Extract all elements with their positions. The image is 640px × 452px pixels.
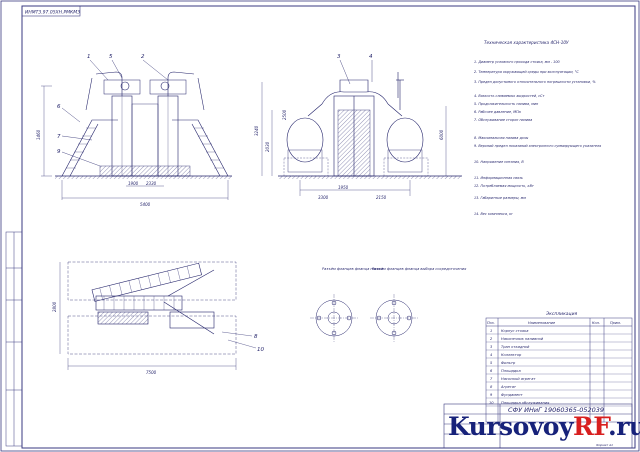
bom-title: Экспликация: [545, 311, 578, 317]
dim-3240: 3240: [254, 125, 259, 136]
callout-4: 4: [369, 54, 373, 60]
bom-header-note: Прим.: [610, 321, 621, 325]
dim-2330: 2330: [146, 181, 157, 186]
bom-row-name: Фундамент: [501, 393, 524, 397]
bom-row-pos: 1: [490, 329, 492, 333]
callout-10: 10: [257, 347, 264, 353]
dim-5400: 5400: [140, 202, 151, 207]
bom-row-name: Агрегат: [500, 385, 517, 389]
bom-row-pos: 2: [490, 337, 493, 341]
watermark-part-3: .ru: [608, 412, 640, 441]
bom-row-pos: 10: [489, 401, 494, 405]
bom-row-pos: 3: [490, 345, 493, 349]
bom-header-qty: Кол.: [592, 321, 600, 325]
front-elevation-view: [278, 72, 462, 179]
bom-row-pos: 6: [490, 369, 493, 373]
dim-1900: 1900: [128, 181, 139, 186]
dim-1460: 1460: [36, 129, 41, 140]
spec-line: 5. Продолжительность налива, мин: [474, 102, 539, 106]
title-block: [443, 403, 633, 449]
spec-line: 3. Предел допустимого относительного пог…: [474, 80, 596, 84]
spec-line: 1. Диаметр условного прохода стояка, мм …: [474, 60, 560, 64]
stamp-footer: Формат А1: [596, 443, 613, 447]
callout-8: 8: [254, 334, 258, 340]
spec-line: 2. Температура окружающей среды при эксп…: [474, 70, 579, 74]
spec-line: 9. Верхний предел показаний электронного…: [474, 144, 602, 148]
spec-line: 4. Вязкость сливаемых жидкостей, сСт: [474, 94, 545, 98]
bom-row-name: Трап откидной: [501, 345, 530, 349]
callout-9: 9: [57, 149, 61, 155]
watermark-part-1: Kursovoy: [448, 412, 574, 441]
front-view-dimensions: [261, 82, 447, 196]
flange-left-label: Разъём фланцев фланца насоса: [322, 267, 383, 271]
dim-2030: 2030: [265, 141, 270, 152]
bom-table: [485, 317, 633, 423]
bom-header-pos: Поз.: [487, 321, 495, 325]
callout-1: 1: [87, 54, 91, 60]
front-view-callouts: [339, 59, 373, 85]
callout-3: 3: [337, 54, 341, 60]
spec-line: 8. Максимальная налива дозы: [474, 136, 529, 140]
side-view-dimensions: [41, 85, 229, 200]
spec-line: 6. Рабочее давление, МПа: [474, 110, 521, 114]
dim-3300: 3300: [318, 195, 329, 200]
dim-1950: 1950: [338, 185, 349, 190]
bom-row-pos: 5: [490, 361, 493, 365]
spec-line: 14. Вес комплекса, кг: [474, 212, 513, 216]
kursovoyrf-watermark[interactable]: KursovoyRF.ru: [448, 412, 640, 452]
bom-row-pos: 8: [490, 385, 493, 389]
bom-row-pos: 9: [490, 393, 493, 397]
flange-right-label: Разъём фланцев фланца выбора сосредоточе…: [372, 267, 467, 271]
spec-line: 12. Потребляемая мощность, кВт: [474, 184, 534, 188]
flange-left: [310, 294, 358, 342]
dim-2150: 2150: [376, 195, 387, 200]
side-elevation-view: [55, 71, 232, 179]
drawing-frame: [21, 5, 636, 449]
bom-row-name: Коллектор: [501, 353, 522, 357]
callout-6: 6: [57, 104, 61, 110]
bom-row-name: Наконечник наливной: [501, 337, 544, 341]
spec-line: 10. Напряжение питания, В: [474, 160, 524, 164]
plan-view-dimensions: [59, 262, 257, 370]
dim-2500: 2500: [282, 109, 287, 120]
dim-6000: 6000: [439, 129, 444, 140]
left-margin-strip: [5, 231, 23, 447]
top-tag-box: [21, 5, 81, 17]
dim-7500: 7500: [146, 370, 157, 375]
bom-row-name: Площадка: [501, 369, 521, 373]
plan-view: [67, 261, 237, 355]
callout-5: 5: [109, 54, 113, 60]
bom-header-name: Наименование: [528, 321, 555, 325]
spec-title: Техническая характеристика 4СН-10У: [484, 40, 569, 45]
side-view-callouts: [61, 59, 169, 167]
stamp-code: СФУ ИНиГ 19060365-052039: [508, 406, 604, 414]
callout-2: 2: [141, 54, 145, 60]
bom-rows: 1 Корпус стояка 2 Наконечник наливной 3 …: [489, 329, 550, 405]
dim-2800: 2800: [52, 301, 57, 312]
flange-right: [370, 294, 418, 342]
top-tag-text: ИНМТ3.97.05ХН.РМКМЗ: [25, 10, 80, 16]
bom-row-name: Корпус стояка: [501, 329, 528, 333]
callout-7: 7: [57, 134, 61, 140]
bom-row-name: Фильтр: [501, 361, 516, 365]
bom-row-name: Площадка обслуживания: [501, 401, 550, 405]
spec-line: 13. Габаритные размеры, мм: [474, 196, 526, 200]
bom-row-name: Насосный агрегат: [501, 377, 536, 381]
spec-line: 7. Обслуживание сторон налива: [474, 118, 533, 122]
bom-row-pos: 4: [490, 353, 493, 357]
bom-row-pos: 7: [490, 377, 493, 381]
watermark-part-2: RF: [573, 412, 609, 441]
spec-line: 11. Информационная связь: [474, 176, 523, 180]
